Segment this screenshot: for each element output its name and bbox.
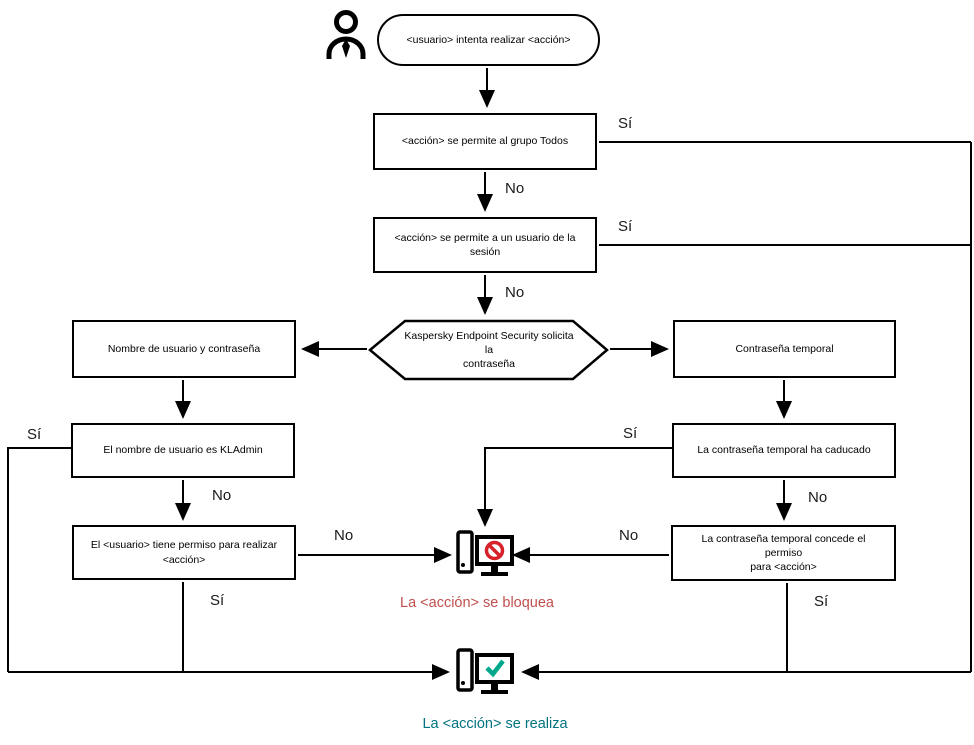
node-username-is-kladmin: El nombre de usuario es KLAdmin xyxy=(71,423,295,478)
node-temp-password-grants-permission: La contraseña temporal concede el permis… xyxy=(671,525,896,581)
node-user-has-permission: El <usuario> tiene permiso para realizar… xyxy=(72,525,296,580)
label-no-expired: No xyxy=(806,489,830,506)
label-yes-expired: Sí xyxy=(621,425,640,442)
node-temp-password-expired: La contraseña temporal ha caducado xyxy=(672,423,896,478)
prohibition-icon xyxy=(484,540,505,561)
node-kes-requests-password: Kaspersky Endpoint Security solicita la … xyxy=(404,329,574,371)
blocked-caption: La <acción> se bloquea xyxy=(400,595,554,611)
node-username-password: Nombre de usuario y contraseña xyxy=(72,320,296,378)
computer-allowed-icon xyxy=(456,648,514,694)
label-yes-allowsession: Sí xyxy=(616,218,635,235)
label-yes-kladmin: Sí xyxy=(25,426,44,443)
edge-yes-expired-to-blocked xyxy=(477,447,672,527)
person-icon xyxy=(326,10,366,59)
node-start: <usuario> intenta realizar <acción> xyxy=(377,14,600,66)
label-no-allowsession: No xyxy=(503,284,527,301)
label-no-permission: No xyxy=(332,527,356,544)
performed-caption: La <acción> se realiza xyxy=(422,716,568,732)
label-no-kladmin: No xyxy=(210,487,234,504)
node-action-allowed-group-todos: <acción> se permite al grupo Todos xyxy=(373,113,597,170)
node-temporary-password: Contraseña temporal xyxy=(673,320,896,378)
computer-blocked-icon xyxy=(456,530,514,576)
node-action-allowed-session-user: <acción> se permite a un usuario de la s… xyxy=(373,217,597,273)
label-yes-permission: Sí xyxy=(208,592,227,609)
label-yes-allowall: Sí xyxy=(616,115,635,132)
edge-yes-kladmin-left xyxy=(7,447,71,672)
label-no-grants: No xyxy=(617,527,641,544)
prompt-hexagon-shape xyxy=(368,319,609,381)
label-no-allowall: No xyxy=(503,180,527,197)
check-icon xyxy=(485,659,505,678)
label-yes-grants: Sí xyxy=(812,593,831,610)
